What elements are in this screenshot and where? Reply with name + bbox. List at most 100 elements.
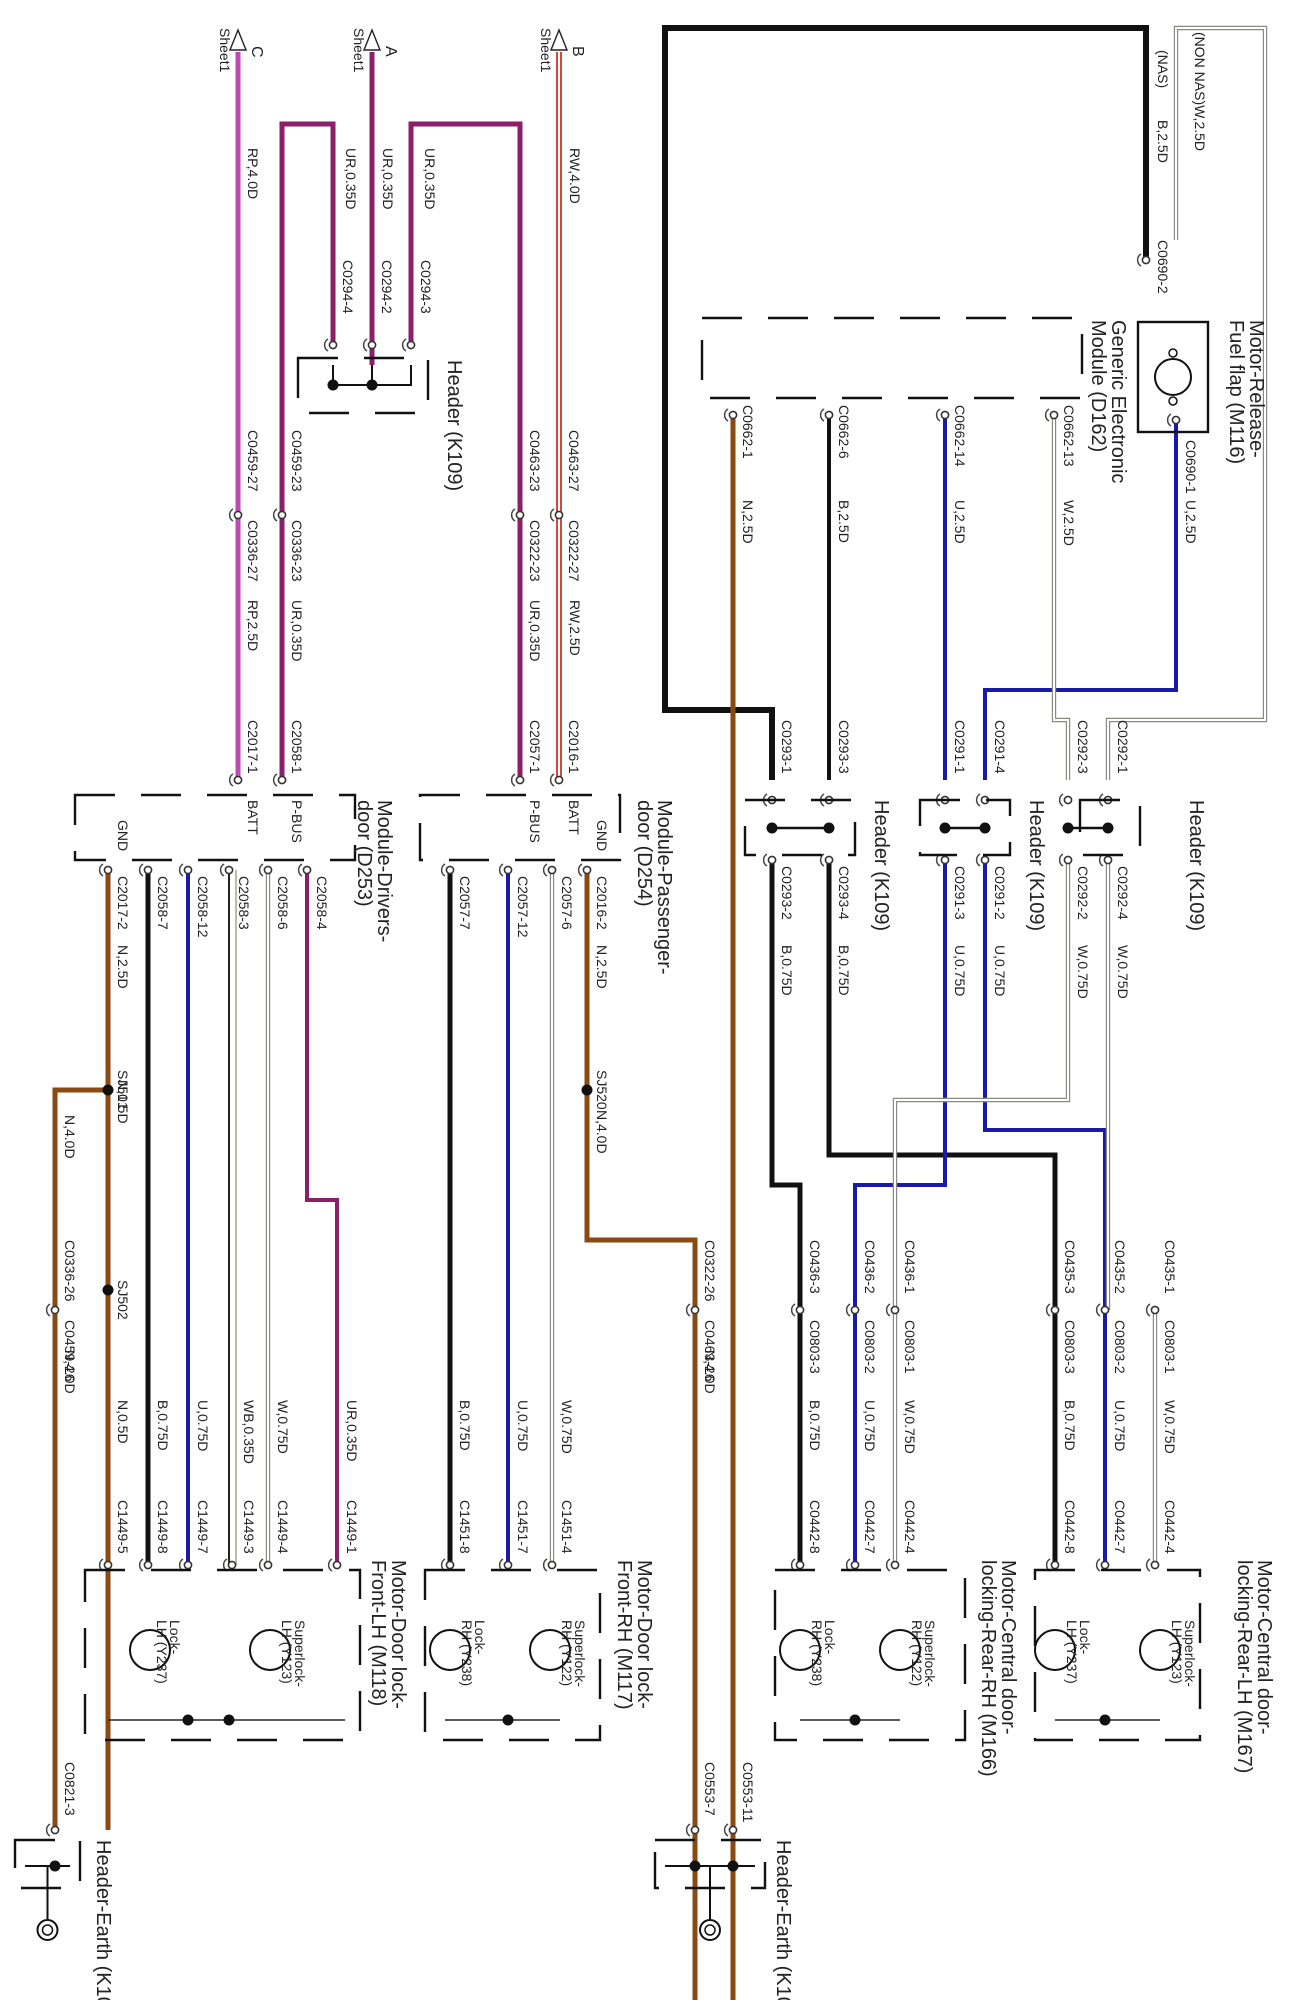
connector-pin-38: [582, 865, 592, 875]
sheet-a-arrow: [362, 28, 382, 51]
connector-label-c0459_23: C0459-23: [289, 430, 305, 492]
connector-pin-10: [824, 410, 834, 420]
connector-pin-51-arc: [258, 1558, 264, 1572]
lock-front-lh-motor-0: [129, 1629, 171, 1671]
connector-pin-23-arc: [762, 853, 768, 867]
connector-label-c0442_4b: C0442-4: [1162, 1500, 1178, 1554]
connector-label-c0553_11: C0553-11: [740, 1762, 756, 1823]
connector-pin-57: [850, 1560, 860, 1570]
component-cdl-rear-rh: Motor-Central door-locking-Rear-RH (M166…: [977, 1560, 1019, 1777]
component-earth-2: Header-Earth (K108): [772, 1840, 794, 2000]
connector-pin-5-arc: [510, 508, 516, 522]
connector-label-c1451_4: C1451-4: [559, 1500, 575, 1554]
motor-label-superlock-lh: Superlock-LH (Y123): [279, 1620, 308, 1687]
connector-label-c1451_7: C1451-7: [515, 1500, 531, 1554]
component-gem-line: Generic Electronic: [1107, 320, 1129, 483]
connector-pin-8-arc: [1166, 413, 1172, 427]
wire-label-wb035: WB,0.35D: [241, 1400, 257, 1464]
connector-pin-41: [890, 1305, 900, 1315]
component-header-k109-top: Header (K109): [443, 360, 465, 491]
connector-label-c1451_8: C1451-8: [457, 1500, 473, 1554]
sheet-b-letter: B: [569, 46, 586, 57]
connector-pin-38-arc: [577, 863, 583, 877]
connector-label-c2057_6: C2057-6: [559, 876, 575, 930]
wire-u-fuel-flap: [983, 420, 1178, 780]
connector-pin-47: [103, 1560, 113, 1570]
motor-label-lock-lh-line: Lock-: [167, 1620, 183, 1655]
connector-pin-20-arc: [975, 793, 981, 807]
earth-1-symbol-inner: [41, 1924, 54, 1936]
connector-pin-4: [277, 510, 287, 520]
connector-label-c0662_1: C0662-1: [740, 405, 756, 459]
cdl-rear-rh-motor-0: [779, 1629, 821, 1671]
wire-w-nonnas: [1107, 27, 1266, 780]
wire-label-b075a: B,0.75D: [779, 945, 795, 996]
connector-pin-64-arc: [723, 1823, 729, 1837]
component-fuel-flap-line: Motor-Release-: [1245, 320, 1267, 458]
pin-gnd2: GND: [594, 820, 610, 851]
connector-label-c2058_1: C2058-1: [289, 720, 305, 774]
connector-label-c0436_2: C0436-2: [862, 1240, 878, 1294]
connector-pin-45: [50, 1305, 60, 1315]
connector-pin-60: [1100, 1560, 1110, 1570]
wire-label-n40a: N,4.0D: [62, 1115, 78, 1159]
wire-label-rp40: RP,4.0D: [245, 148, 261, 199]
wire-label-nonnas: (NON NAS)W,2.5D: [1192, 32, 1208, 151]
component-lock-front-rh-line: Front-RH (M117): [613, 1560, 635, 1710]
wire-label-ur035c: UR,0.35D: [422, 148, 438, 209]
connector-label-c0293_3: C0293-3: [836, 720, 852, 774]
connector-pin-32-arc: [219, 863, 225, 877]
wire-label-ur035e: UR,0.35D: [527, 600, 543, 661]
connector-pin-26-arc: [975, 853, 981, 867]
sheet-a-letter: A: [382, 46, 399, 57]
connector-label-c0662_13: C0662-13: [1061, 405, 1077, 467]
wire-label-u075d: U,0.75D: [515, 1400, 531, 1451]
wire-n-c2016-2: [584, 870, 698, 2000]
connector-pin-64: [728, 1825, 738, 1835]
lock-front-rh-frame: [423, 1568, 602, 1742]
wire-ur-c2058-4: [305, 870, 339, 1565]
connector-pin-40-arc: [845, 1303, 851, 1317]
connector-pin-53: [445, 1560, 455, 1570]
connector-pin-3-arc: [228, 508, 234, 522]
connector-pin-3: [233, 510, 243, 520]
connector-label-c0292_2: C0292-2: [1075, 866, 1091, 920]
connector-pin-40: [850, 1305, 860, 1315]
earth-2-dot-b: [727, 1860, 739, 1872]
connector-label-c2016_2: C2016-2: [594, 876, 610, 930]
earth-1-dot: [49, 1860, 61, 1872]
wire-label-rp25: RP,2.5D: [245, 600, 261, 651]
connector-pin-35-arc: [440, 863, 446, 877]
header-k109-top-dot-1: [327, 379, 339, 391]
lock-front-lh-frame: [83, 1568, 362, 1742]
connector-pin-1: [367, 340, 377, 350]
component-cdl-rear-lh-line: locking-Rear-LH (M167): [1233, 1560, 1255, 1773]
connector-pin-37: [547, 865, 557, 875]
connector-pin-0: [328, 340, 338, 350]
pin-batt2: BATT: [566, 800, 582, 835]
connector-pin-12: [1049, 410, 1059, 420]
connector-pin-39-arc: [790, 1303, 796, 1317]
connector-label-c2017_2: C2017-2: [115, 876, 131, 930]
gem-frame: [700, 316, 1084, 400]
wire-label-w075a: W,0.75D: [1075, 945, 1091, 999]
connector-pin-54: [503, 1560, 513, 1570]
header-k109-top-dot-2: [366, 379, 378, 391]
motor-label-lock-lh-line: LH (Y237): [154, 1620, 170, 1684]
passenger-door-frame: [418, 793, 622, 862]
connector-pin-30: [143, 865, 153, 875]
connector-pin-42: [1050, 1305, 1060, 1315]
connector-pin-62: [50, 1825, 60, 1835]
connector-pin-32: [224, 865, 234, 875]
component-passenger-door-line: door (D254): [633, 800, 655, 907]
wire-b-nas-loop: [662, 25, 1149, 780]
connector-label-c0336_26: C0336-26: [62, 1240, 78, 1302]
connector-pin-12-arc: [1044, 408, 1050, 422]
connector-label-c0435_3: C0435-3: [1062, 1240, 1078, 1294]
wire-label-b075f: B,0.75D: [1062, 1400, 1078, 1451]
connector-pin-51: [263, 1560, 273, 1570]
connector-pin-2: [406, 340, 416, 350]
motor-label-superlock-rh-b-line: RH (Y122): [909, 1620, 925, 1686]
motor-label-superlock-rh-b: Superlock-RH (Y122): [909, 1620, 938, 1687]
motor-label-lock-lh: Lock-LH (Y237): [154, 1620, 183, 1684]
